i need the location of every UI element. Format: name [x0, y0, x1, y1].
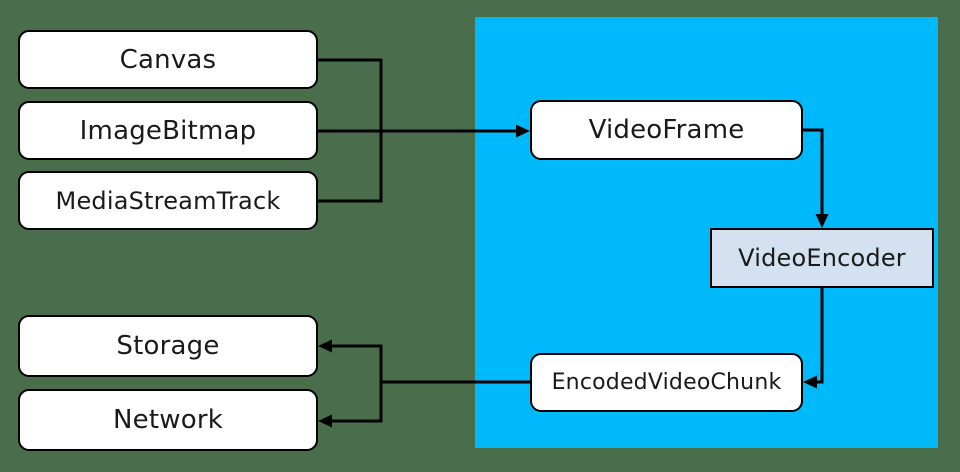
node-videoencoder[interactable]: VideoEncoder [710, 228, 934, 288]
node-storage-label: Storage [116, 331, 220, 361]
node-videoframe-label: VideoFrame [588, 115, 745, 145]
node-encodedvideochunk[interactable]: EncodedVideoChunk [530, 353, 803, 412]
node-mediastreamtrack[interactable]: MediaStreamTrack [18, 171, 318, 230]
node-canvas-label: Canvas [119, 44, 217, 75]
node-canvas[interactable]: Canvas [18, 30, 318, 89]
edge-canvas-to-trunk [318, 58, 383, 131]
arrowhead-into-network [318, 414, 332, 428]
node-videoframe[interactable]: VideoFrame [530, 100, 803, 160]
node-network-label: Network [113, 405, 223, 435]
node-storage[interactable]: Storage [18, 315, 318, 377]
arrowhead-into-storage [318, 339, 332, 353]
node-mediastreamtrack-label: MediaStreamTrack [55, 186, 281, 215]
node-network[interactable]: Network [18, 389, 318, 451]
node-imagebitmap[interactable]: ImageBitmap [18, 101, 318, 160]
edge-trunk-to-network [326, 382, 383, 423]
node-encodedvideochunk-label: EncodedVideoChunk [551, 369, 782, 395]
edge-mediastreamtrack-to-trunk [318, 131, 383, 203]
edge-trunk-to-storage [326, 344, 383, 382]
node-videoencoder-label: VideoEncoder [738, 244, 906, 272]
node-imagebitmap-label: ImageBitmap [79, 115, 257, 146]
